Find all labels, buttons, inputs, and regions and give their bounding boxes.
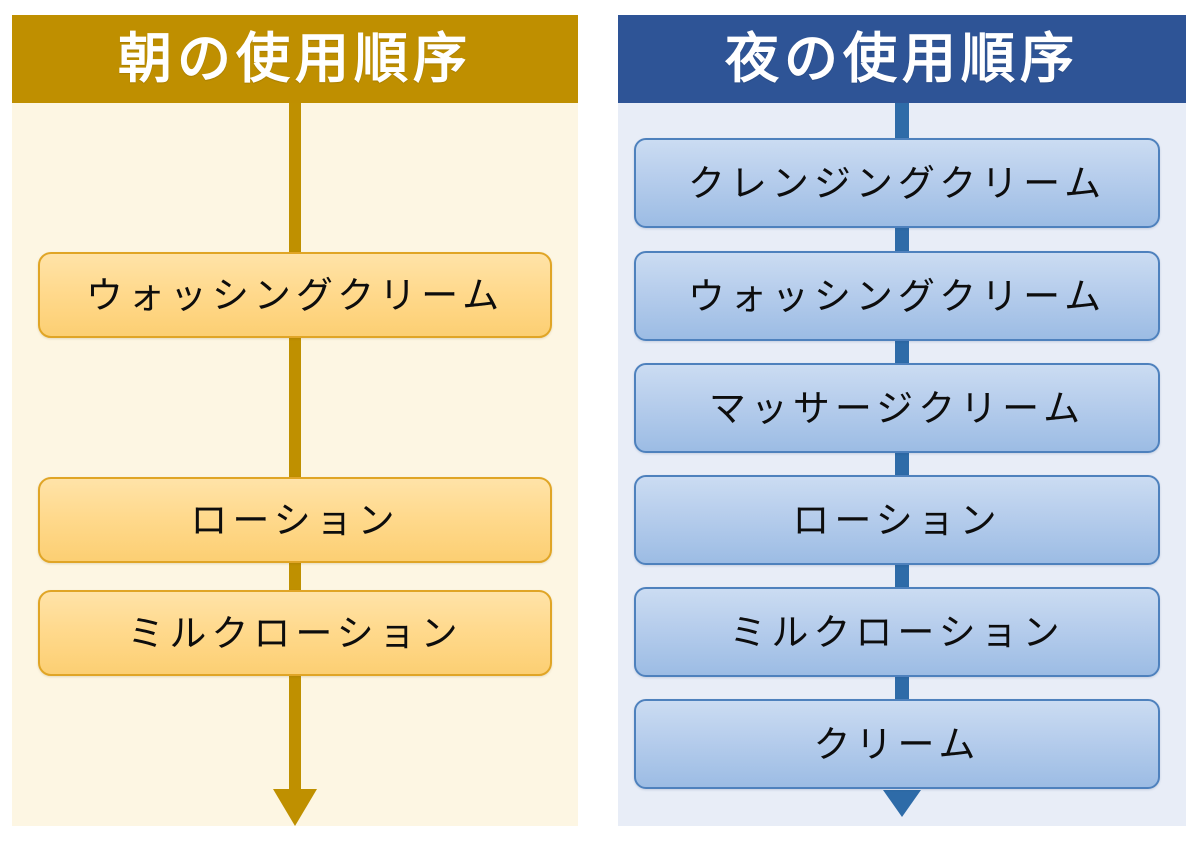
morning-step-3[interactable]: ミルクローション (38, 590, 552, 676)
night-step-1[interactable]: クレンジングクリーム (634, 138, 1160, 228)
night-step-3-label: マッサージクリーム (708, 386, 1086, 430)
night-step-4-label: ローション (792, 498, 1002, 542)
morning-panel-header: 朝の使用順序 (12, 15, 578, 103)
morning-flow-connector (289, 103, 301, 804)
night-connector-3 (895, 452, 909, 477)
night-step-2[interactable]: ウォッシングクリーム (634, 251, 1160, 341)
morning-panel: 朝の使用順序 ウォッシングクリーム ローション ミルクローション (12, 15, 578, 826)
night-connector-5 (895, 676, 909, 701)
morning-step-3-label: ミルクローション (127, 611, 463, 655)
night-step-6[interactable]: クリーム (634, 699, 1160, 789)
night-step-4[interactable]: ローション (634, 475, 1160, 565)
night-connector-0 (895, 103, 909, 140)
night-connector-4 (895, 564, 909, 589)
night-flow-arrowhead-icon (883, 790, 921, 817)
night-step-1-label: クレンジングクリーム (687, 161, 1107, 205)
morning-step-1[interactable]: ウォッシングクリーム (38, 252, 552, 338)
night-step-6-label: クリーム (813, 722, 981, 766)
night-step-3[interactable]: マッサージクリーム (634, 363, 1160, 453)
night-panel: 夜の使用順序 クレンジングクリーム ウォッシングクリーム マッサージクリーム ロ… (618, 15, 1186, 826)
night-panel-header: 夜の使用順序 (618, 15, 1186, 103)
morning-step-2[interactable]: ローション (38, 477, 552, 563)
night-connector-1 (895, 226, 909, 254)
morning-step-2-label: ローション (190, 498, 400, 542)
morning-step-1-label: ウォッシングクリーム (85, 273, 505, 317)
night-step-5[interactable]: ミルクローション (634, 587, 1160, 677)
night-panel-title: 夜の使用順序 (725, 27, 1079, 90)
night-step-5-label: ミルクローション (729, 610, 1065, 654)
morning-panel-title: 朝の使用順序 (118, 27, 472, 90)
morning-flow-arrowhead-icon (273, 789, 317, 826)
night-step-2-label: ウォッシングクリーム (687, 274, 1107, 318)
night-connector-2 (895, 340, 909, 365)
